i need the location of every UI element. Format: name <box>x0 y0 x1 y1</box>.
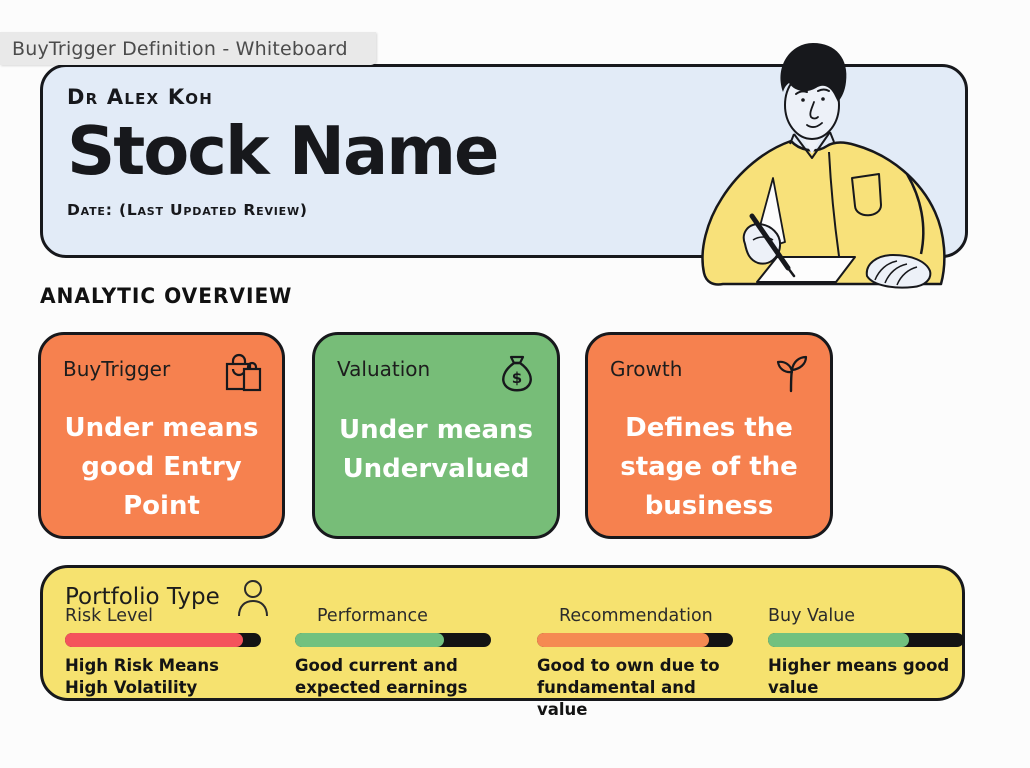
window-title-tab[interactable]: BuyTrigger Definition - Whiteboard <box>0 32 376 65</box>
sprout-icon <box>776 355 808 393</box>
performance-bar-fill <box>295 633 444 647</box>
metric-recommendation: Recommendation Good to own due to fundam… <box>537 606 737 721</box>
portfolio-card[interactable]: Portfolio Type Risk Level High Risk Mean… <box>40 565 968 719</box>
author-name: Dr Alex Koh <box>67 85 214 109</box>
metric-description: High Risk Means High Volatility <box>65 656 219 697</box>
metric-buy-value: Buy Value Higher means good value <box>768 606 968 699</box>
metric-label: Buy Value <box>768 606 856 626</box>
metric-label: Risk Level <box>65 606 154 626</box>
performance-bar <box>295 633 491 647</box>
metric-description: Good current and expected earnings <box>295 656 468 697</box>
section-heading: ANALYTIC OVERVIEW <box>40 284 293 308</box>
metric-label: Performance <box>317 606 428 626</box>
portfolio-title: Portfolio Type <box>65 584 220 610</box>
shopping-bags-icon <box>225 353 262 392</box>
risk-level-bar-fill <box>65 633 244 647</box>
person-icon <box>237 580 268 617</box>
metric-performance: Performance Good current and expected ea… <box>295 606 495 699</box>
card-valuation-title: Valuation <box>337 357 431 381</box>
recommendation-bar <box>537 633 733 647</box>
card-buytrigger[interactable]: BuyTrigger Under means good Entry Point <box>38 332 285 539</box>
window-title: BuyTrigger Definition - Whiteboard <box>12 37 348 60</box>
metric-risk-level: Risk Level High Risk Means High Volatili… <box>65 606 265 699</box>
buy-value-bar <box>768 633 964 647</box>
card-valuation[interactable]: Valuation $ Under means Undervalued <box>312 332 560 539</box>
money-bag-icon: $ <box>502 355 532 392</box>
card-growth-title: Growth <box>610 357 683 381</box>
metric-label: Recommendation <box>559 606 713 626</box>
person-writing-illustration <box>701 43 946 289</box>
svg-text:$: $ <box>512 369 522 387</box>
metric-description: Higher means good value <box>768 656 950 697</box>
stock-name-title: Stock Name <box>67 112 499 190</box>
metric-description: Good to own due to fundamental and value <box>537 656 720 719</box>
card-growth-text: Defines the stage of the business <box>620 413 798 521</box>
risk-level-bar <box>65 633 261 647</box>
recommendation-bar-fill <box>537 633 710 647</box>
card-valuation-text: Under means Undervalued <box>339 415 533 484</box>
card-growth[interactable]: Growth Defines the stage of the business <box>585 332 833 539</box>
buy-value-bar-fill <box>768 633 910 647</box>
date-line: Date: (Last Updated Review) <box>67 201 308 219</box>
card-buytrigger-title: BuyTrigger <box>63 357 171 381</box>
card-buytrigger-text: Under means good Entry Point <box>64 413 259 521</box>
